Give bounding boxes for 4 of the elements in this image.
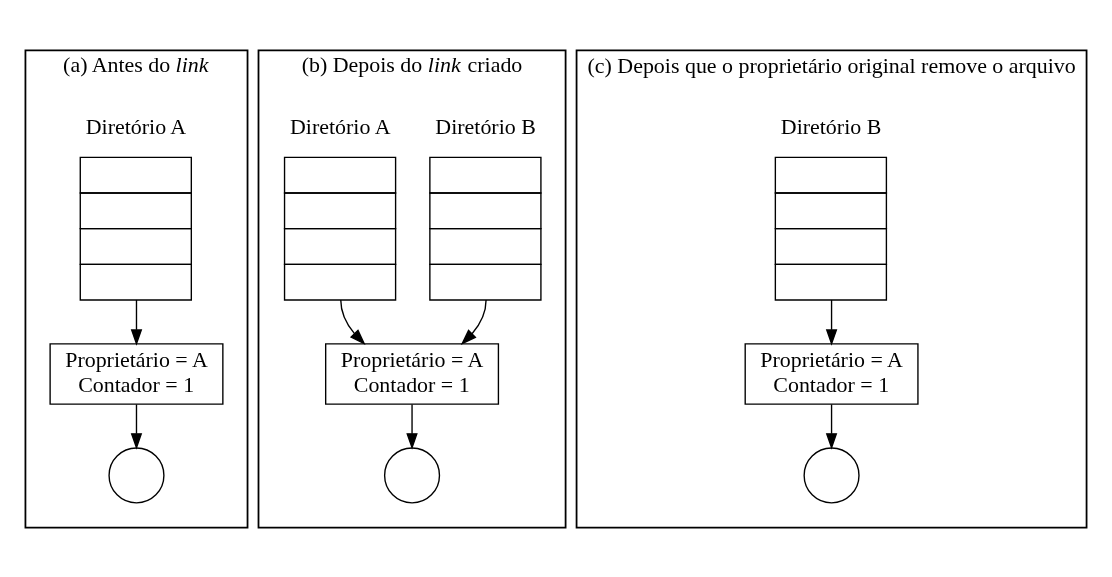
node-label: Diretório A [290,113,391,139]
node-label: Diretório A [85,113,187,139]
node-label: Diretório B [780,113,882,139]
node-label: Diretório B [435,113,536,139]
